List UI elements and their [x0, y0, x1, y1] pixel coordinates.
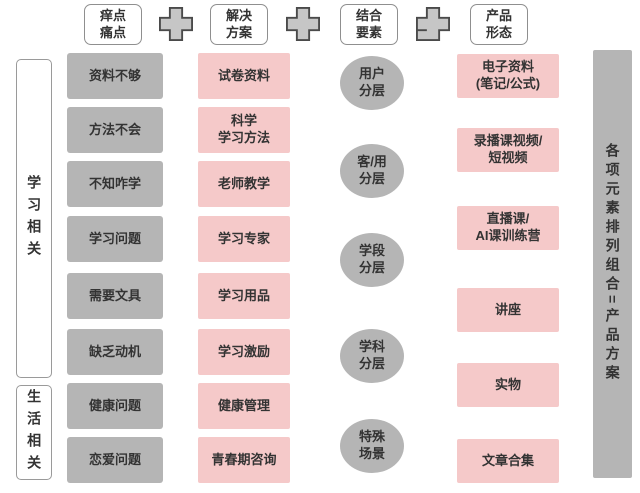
solution-item: 青春期咨询 — [198, 437, 290, 483]
product-item: 实物 — [457, 363, 559, 407]
pain-point-item: 资料不够 — [67, 53, 163, 99]
element-circle: 学科 分层 — [340, 329, 404, 383]
element-circle: 特殊 场景 — [340, 419, 404, 473]
solution-item: 老师教学 — [198, 161, 290, 207]
element-circle: 客/用 分层 — [340, 144, 404, 198]
header-pain-points: 痒点 痛点 — [84, 4, 142, 45]
plus-icon — [415, 7, 451, 41]
group-label-life: 生活相关 — [16, 385, 52, 480]
pain-point-item: 缺乏动机 — [67, 329, 163, 375]
product-item: 文章合集 — [457, 439, 559, 483]
header-elements: 结合 要素 — [340, 4, 398, 45]
solution-item: 健康管理 — [198, 383, 290, 429]
plus-icon — [285, 7, 321, 41]
product-item: 电子资料 (笔记/公式) — [457, 54, 559, 98]
product-item: 录播课视频/ 短视频 — [457, 128, 559, 172]
product-item: 直播课/ AI课训练营 — [457, 206, 559, 250]
pain-point-item: 需要文具 — [67, 273, 163, 319]
solution-item: 科学 学习方法 — [198, 107, 290, 153]
pain-point-item: 方法不会 — [67, 107, 163, 153]
solution-item: 学习专家 — [198, 216, 290, 262]
solution-item: 试卷资料 — [198, 53, 290, 99]
solution-item: 学习用品 — [198, 273, 290, 319]
pain-point-item: 学习问题 — [67, 216, 163, 262]
element-circle: 用户 分层 — [340, 56, 404, 110]
solution-item: 学习激励 — [198, 329, 290, 375]
plus-icon — [158, 7, 194, 41]
pain-point-item: 健康问题 — [67, 383, 163, 429]
header-solutions: 解决 方案 — [210, 4, 268, 45]
group-label-study: 学习相关 — [16, 59, 52, 378]
pain-point-item: 恋爱问题 — [67, 437, 163, 483]
header-product-forms: 产品 形态 — [470, 4, 528, 45]
summary-bar: 各项元素排列组合=产品方案 — [593, 50, 632, 478]
element-circle: 学段 分层 — [340, 233, 404, 287]
product-item: 讲座 — [457, 288, 559, 332]
pain-point-item: 不知咋学 — [67, 161, 163, 207]
